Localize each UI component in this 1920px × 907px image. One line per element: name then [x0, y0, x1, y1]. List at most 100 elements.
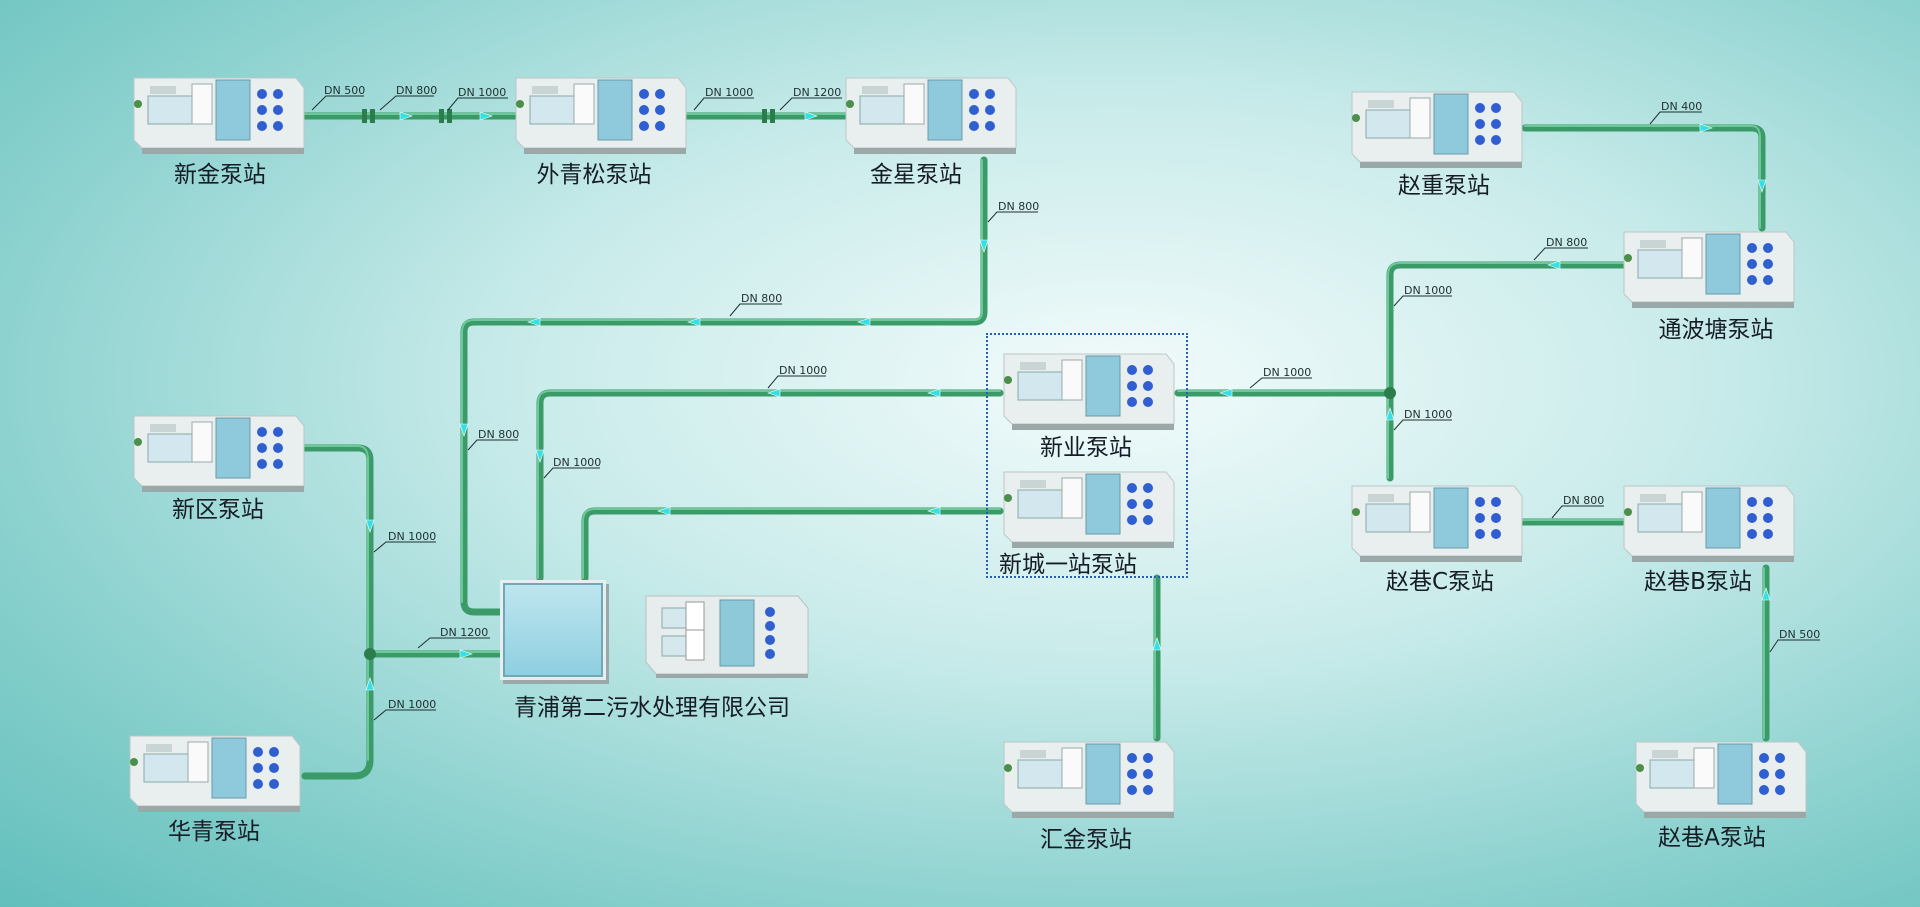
station-zhaoxiang_b-building[interactable] [1620, 478, 1796, 562]
station-label-xincheng1: 新城一站泵站 [999, 552, 1137, 578]
pipe-size-label: DN 400 [1649, 100, 1702, 125]
selection-box[interactable] [986, 333, 1188, 578]
pipe-size-label: DN 1000 [693, 86, 754, 111]
svg-text:DN 800: DN 800 [1563, 494, 1604, 507]
station-xinjin-building[interactable] [130, 70, 306, 154]
station-zhaozhong-building[interactable] [1348, 84, 1524, 168]
pipe-size-label: DN 1000 [767, 364, 827, 389]
svg-text:DN 1000: DN 1000 [705, 86, 753, 99]
flow-arrow-icon [979, 239, 989, 253]
svg-text:DN 800: DN 800 [478, 428, 519, 441]
station-label-huaqing: 华青泵站 [168, 819, 260, 845]
pipe-size-label: DN 800 [1533, 236, 1588, 261]
pipe-size-labels: DN 500 DN 800 DN 1000 DN 1000 DN 1200 DN… [311, 84, 1820, 721]
station-label-huijin: 汇金泵站 [1040, 827, 1132, 853]
station-xinye-building[interactable] [1000, 346, 1176, 430]
pipe-zhaozhong [1521, 124, 1766, 232]
station-label-waiqingsong: 外青松泵站 [536, 162, 652, 188]
svg-text:DN 1000: DN 1000 [1404, 284, 1452, 297]
station-jinxing-building[interactable] [842, 70, 1018, 154]
svg-text:DN 800: DN 800 [1546, 236, 1587, 249]
flow-arrow-icon [927, 388, 941, 398]
pipe-xinye-west [536, 389, 1004, 582]
pipe-tongbotang [1386, 261, 1628, 482]
svg-text:DN 1000: DN 1000 [553, 456, 601, 469]
flow-arrows [365, 111, 1771, 691]
station-zhaoxiang_a-building[interactable] [1632, 734, 1808, 818]
station-huijin-building[interactable] [1000, 734, 1176, 818]
station-label-zhaoxiang_b: 赵巷B泵站 [1644, 569, 1752, 595]
station-label-xinye: 新业泵站 [1040, 435, 1132, 461]
flow-arrow-icon [535, 449, 545, 463]
svg-text:DN 800: DN 800 [998, 200, 1039, 213]
pipe-size-label: DN 1000 [373, 530, 436, 553]
flow-arrow-icon [479, 111, 493, 121]
flow-arrow-icon [1699, 123, 1713, 133]
svg-text:DN 1000: DN 1000 [458, 86, 506, 99]
station-waiqingsong-building[interactable] [512, 70, 688, 154]
svg-text:DN 1000: DN 1000 [388, 530, 436, 543]
station-label-zhaozhong: 赵重泵站 [1398, 173, 1490, 199]
flow-arrow-icon [804, 111, 818, 121]
station-tongbotang-building[interactable] [1620, 224, 1796, 308]
pipe-size-label: DN 800 [987, 200, 1039, 223]
flow-arrow-icon [687, 317, 701, 327]
pipe-xincheng-west [581, 507, 1004, 582]
pipe-size-label: DN 500 [311, 84, 365, 111]
svg-text:DN 1000: DN 1000 [388, 698, 436, 711]
station-label-zhaoxiang_a: 赵巷A泵站 [1658, 825, 1766, 851]
station-label-zhaoxiang_c: 赵巷C泵站 [1385, 569, 1495, 595]
pipe-size-label: DN 1000 [1393, 284, 1452, 307]
flow-arrow-icon [365, 677, 375, 691]
pipe-size-label: DN 500 [1769, 628, 1820, 653]
plant-building-icon[interactable] [640, 578, 810, 678]
flow-arrow-icon [459, 649, 473, 659]
station-label-jinxing: 金星泵站 [870, 162, 962, 188]
svg-text:DN 800: DN 800 [396, 84, 437, 97]
pipe-size-label: DN 1000 [1249, 366, 1312, 389]
flow-arrow-icon [1219, 388, 1233, 398]
flow-arrow-icon [927, 506, 941, 516]
valve-icon [362, 109, 1396, 660]
pipe-size-label: DN 1000 [373, 698, 436, 721]
pipe-size-label: DN 800 [379, 84, 437, 111]
svg-text:DN 1000: DN 1000 [1263, 366, 1311, 379]
flow-arrow-icon [767, 388, 781, 398]
pipe-size-label: DN 1000 [1393, 408, 1452, 431]
svg-text:DN 800: DN 800 [741, 292, 782, 305]
pipe-size-label: DN 1000 [543, 456, 601, 479]
pipe-size-label: DN 1200 [779, 86, 842, 111]
svg-text:DN 1200: DN 1200 [793, 86, 841, 99]
plant-tank[interactable] [500, 580, 606, 680]
svg-text:DN 1200: DN 1200 [440, 626, 488, 639]
pipe-xinqu [301, 444, 374, 780]
flow-arrow-icon [857, 317, 871, 327]
flow-arrow-icon [459, 423, 469, 437]
pipe-size-label: DN 800 [1551, 494, 1604, 519]
station-label-xinqu: 新区泵站 [172, 497, 264, 523]
svg-text:DN 500: DN 500 [1779, 628, 1820, 641]
svg-text:DN 1000: DN 1000 [1404, 408, 1452, 421]
svg-text:DN 400: DN 400 [1661, 100, 1702, 113]
station-label-xinjin: 新金泵站 [174, 162, 266, 188]
flow-arrow-icon [527, 317, 541, 327]
station-xincheng1-building[interactable] [1000, 464, 1176, 548]
flow-arrow-icon [1385, 407, 1395, 421]
station-huaqing-building[interactable] [126, 728, 302, 812]
svg-text:DN 500: DN 500 [324, 84, 365, 97]
station-xinqu-building[interactable] [130, 408, 306, 492]
pipe-size-label: DN 800 [467, 428, 519, 451]
pipe-size-label: DN 1200 [417, 626, 490, 649]
flow-arrow-icon [1152, 637, 1162, 651]
svg-text:DN 1000: DN 1000 [779, 364, 827, 377]
station-label-tongbotang: 通波塘泵站 [1658, 317, 1774, 343]
flow-arrow-icon [399, 111, 413, 121]
flow-arrow-icon [1547, 260, 1561, 270]
pipe-size-label: DN 1000 [447, 86, 508, 111]
flow-arrow-icon [1757, 179, 1767, 193]
flow-arrow-icon [1761, 587, 1771, 601]
pipe-jinxing-main [460, 156, 988, 616]
station-zhaoxiang_c-building[interactable] [1348, 478, 1524, 562]
plant-label: 青浦第二污水处理有限公司 [514, 695, 790, 721]
